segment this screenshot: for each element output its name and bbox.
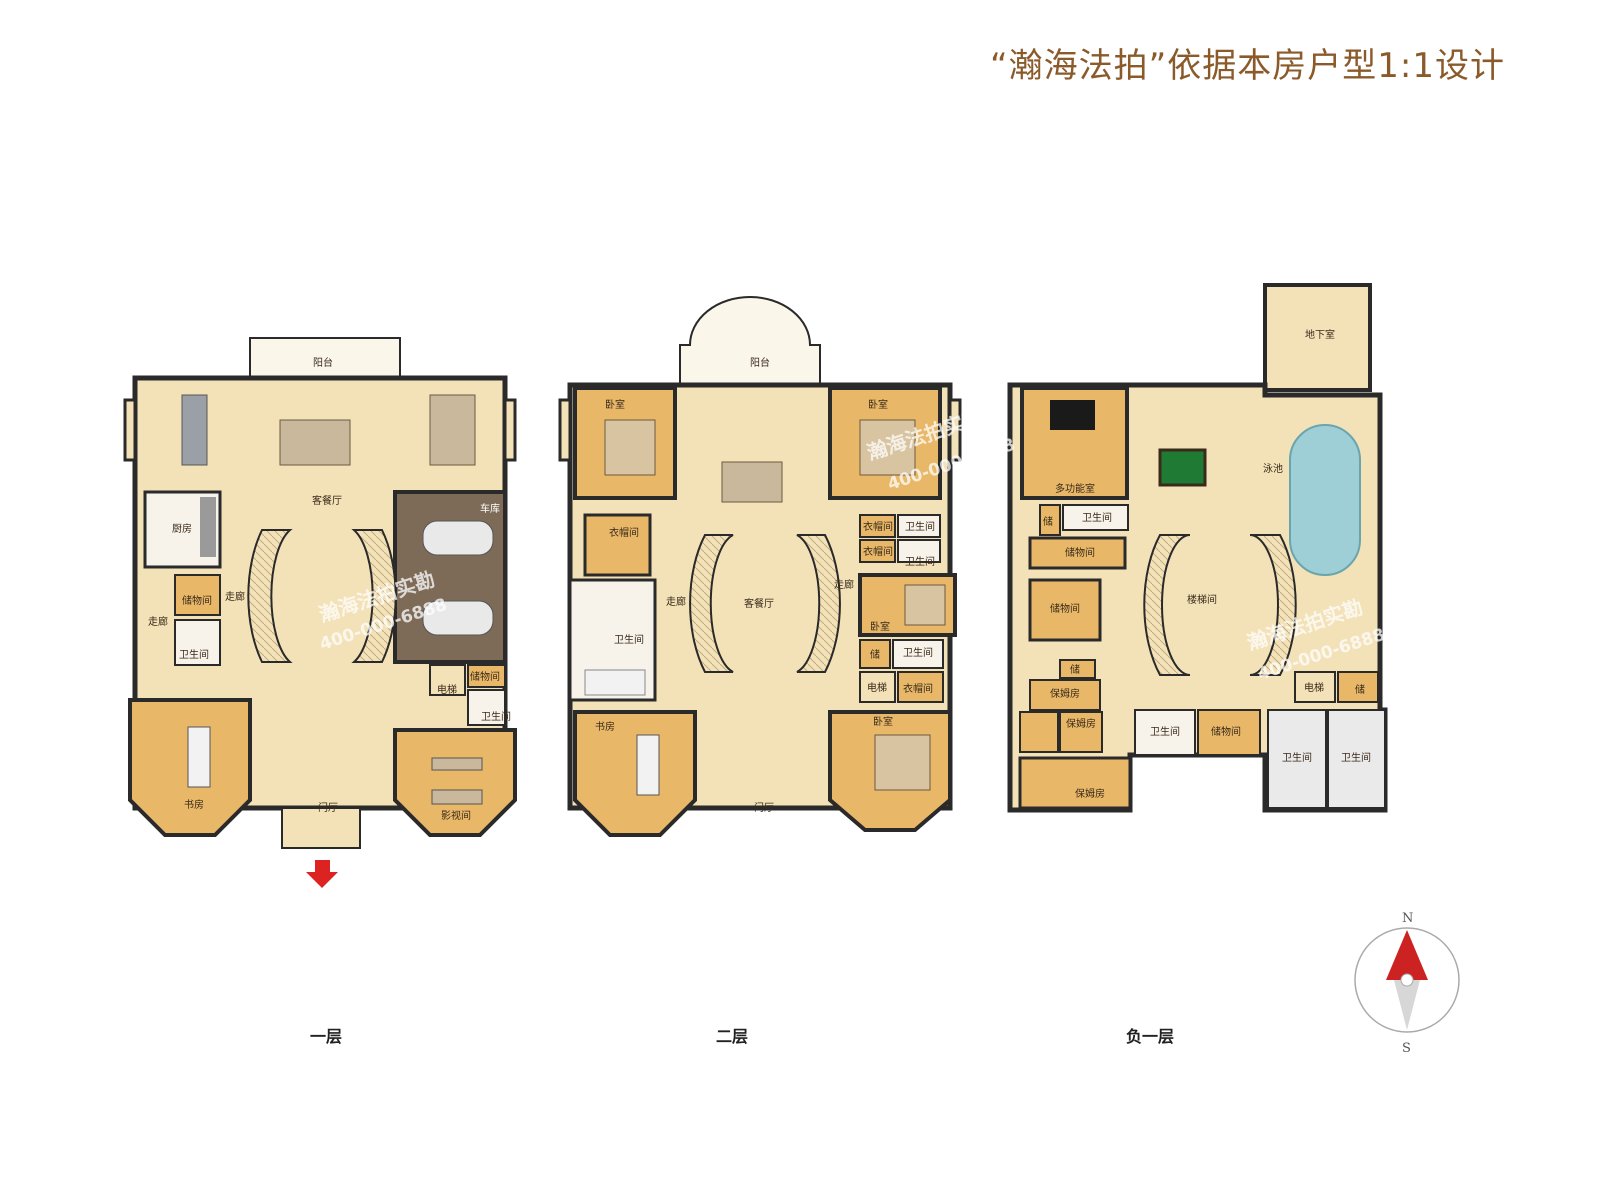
fb1-storage3-label: 储物间 <box>1211 725 1241 738</box>
fb1-nanny3-label: 保姆房 <box>1075 787 1105 800</box>
f2-bedroom4-label: 卧室 <box>873 715 893 728</box>
f1-elevator-label: 电梯 <box>437 683 457 696</box>
page-title: “瀚海法拍”依据本房户型1:1设计 <box>990 46 1505 86</box>
f2-bedroom1-label: 卧室 <box>605 398 625 411</box>
floor-1-label: 一层 <box>310 1027 343 1046</box>
f1-kitchen-label: 厨房 <box>172 522 192 535</box>
fb1-storage1-label: 储物间 <box>1065 546 1095 559</box>
f2-bath1-label: 卫生间 <box>614 633 644 646</box>
f2-corridor1-label: 走廊 <box>666 595 686 608</box>
f2-closet3-label: 衣帽间 <box>863 545 893 558</box>
fb1-storage2-label: 储物间 <box>1050 602 1080 615</box>
f1-balcony-label: 阳台 <box>313 356 333 369</box>
fb1-nanny1-label: 保姆房 <box>1050 687 1080 700</box>
f2-bath3-label: 卫生间 <box>905 555 935 568</box>
fb1-stair-label: 楼梯间 <box>1187 593 1217 606</box>
f2-bath4-label: 卫生间 <box>903 646 933 659</box>
f1-study-label: 书房 <box>184 798 204 811</box>
fb1-pool-label: 泳池 <box>1263 462 1283 475</box>
f2-corridor2-label: 走廊 <box>834 578 854 591</box>
f1-corridor-label: 走廊 <box>225 590 245 603</box>
fb1-elevator-label: 电梯 <box>1304 681 1324 694</box>
f2-bedroom3-label: 卧室 <box>870 620 890 633</box>
f2-closet2-label: 衣帽间 <box>863 520 893 533</box>
f1-bath2-label: 卫生间 <box>481 710 511 723</box>
floor-1-plan <box>123 337 517 888</box>
compass-north-arrow <box>1386 930 1428 980</box>
f2-study-label: 书房 <box>595 720 615 733</box>
f1-foyer-label: 门厅 <box>318 801 338 814</box>
compass-south-label: S <box>1402 1041 1411 1056</box>
compass-north-label: N <box>1402 911 1413 926</box>
fb1-multi-label: 多功能室 <box>1055 482 1095 495</box>
f1-storage-label: 储物间 <box>182 594 212 607</box>
f2-living-label: 客餐厅 <box>744 597 774 610</box>
room-labels: 阳台 客餐厅 厨房 车库 储物间 走廊 走廊 卫生间 电梯 储物间 卫生间 书房… <box>148 328 1371 822</box>
f1-storage2-label: 储物间 <box>470 670 500 683</box>
f2-closet4-label: 衣帽间 <box>903 682 933 695</box>
fb1-nanny2-label: 保姆房 <box>1066 717 1096 730</box>
basement-plan <box>1007 283 1388 813</box>
compass-south-arrow <box>1394 980 1420 1030</box>
f2-store-label: 储 <box>870 648 880 661</box>
f2-closet1-label: 衣帽间 <box>609 526 639 539</box>
compass: N S <box>1354 911 1460 1056</box>
f2-foyer-label: 门厅 <box>754 801 774 814</box>
f1-garage-label: 车库 <box>480 502 500 515</box>
f1-living-label: 客餐厅 <box>312 494 342 507</box>
f2-balcony-label: 阳台 <box>750 356 770 369</box>
fb1-bath2-label: 卫生间 <box>1150 725 1180 738</box>
f1-bath-label: 卫生间 <box>179 648 209 661</box>
fb1-store3-label: 储 <box>1355 683 1365 696</box>
fb1-basement-label: 地下室 <box>1305 328 1335 341</box>
f1-theater-label: 影视间 <box>441 809 471 822</box>
fb1-store2-label: 储 <box>1070 663 1080 676</box>
floor-2-plan <box>558 296 962 837</box>
basement-label: 负一层 <box>1126 1027 1175 1046</box>
fb1-store1-label: 储 <box>1043 515 1053 528</box>
f2-bedroom2-label: 卧室 <box>868 398 888 411</box>
fb1-bath4-label: 卫生间 <box>1341 751 1371 764</box>
f2-bath2-label: 卫生间 <box>905 520 935 533</box>
f1-corridor2-label: 走廊 <box>148 615 168 628</box>
floor-2-label: 二层 <box>716 1027 749 1046</box>
f2-elevator-label: 电梯 <box>867 681 887 694</box>
fb1-bath3-label: 卫生间 <box>1282 751 1312 764</box>
fb1-bath1-label: 卫生间 <box>1082 511 1112 524</box>
